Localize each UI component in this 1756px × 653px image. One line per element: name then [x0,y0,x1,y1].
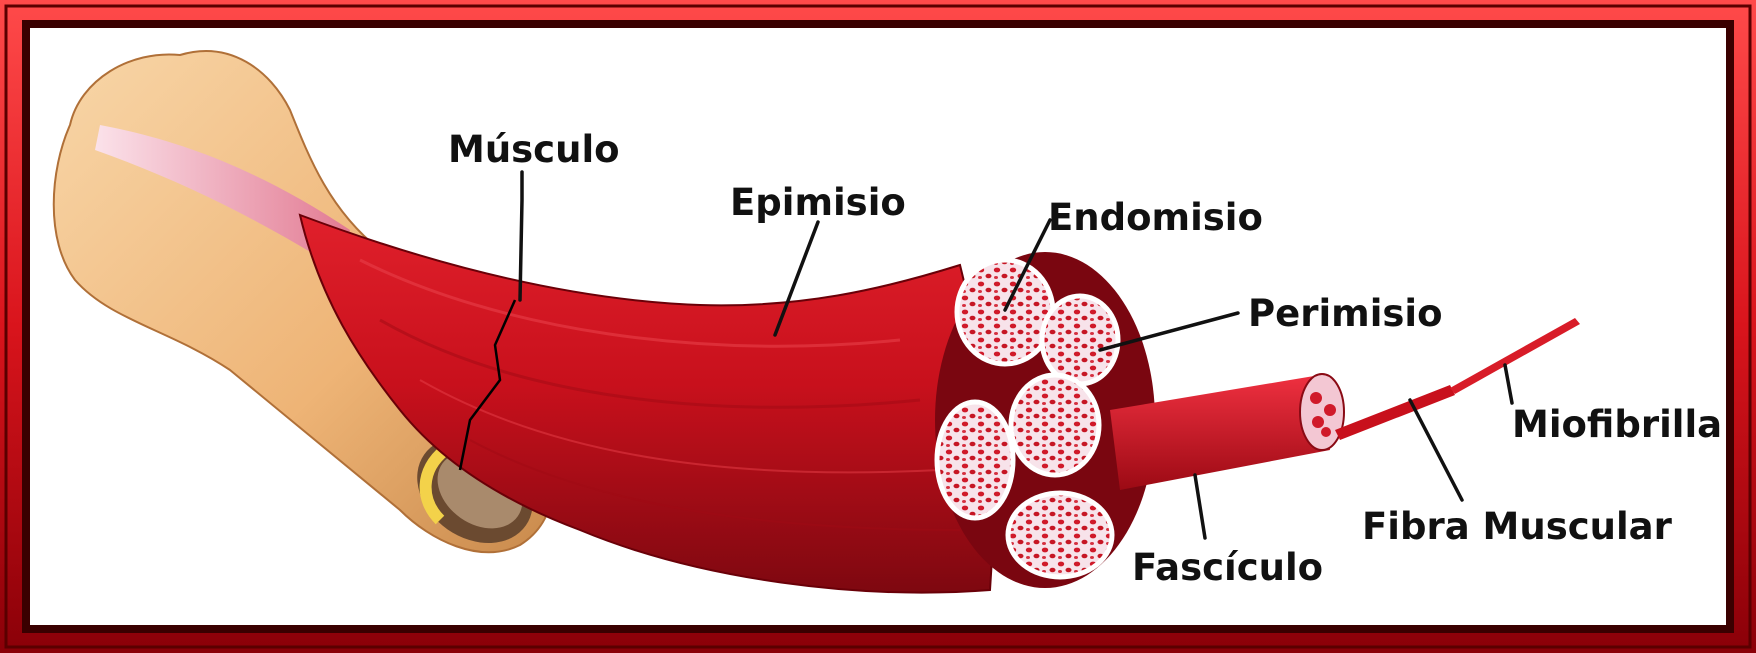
label-miofibrilla: Miofibrilla [1512,403,1722,446]
label-endomisio: Endomisio [1048,196,1263,239]
label-fasciculo: Fascículo [1132,546,1323,589]
label-musculo: Músculo [448,128,620,171]
label-fibra-muscular: Fibra Muscular [1362,505,1673,548]
label-epimisio: Epimisio [730,181,906,224]
label-perimisio: Perimisio [1248,292,1443,335]
